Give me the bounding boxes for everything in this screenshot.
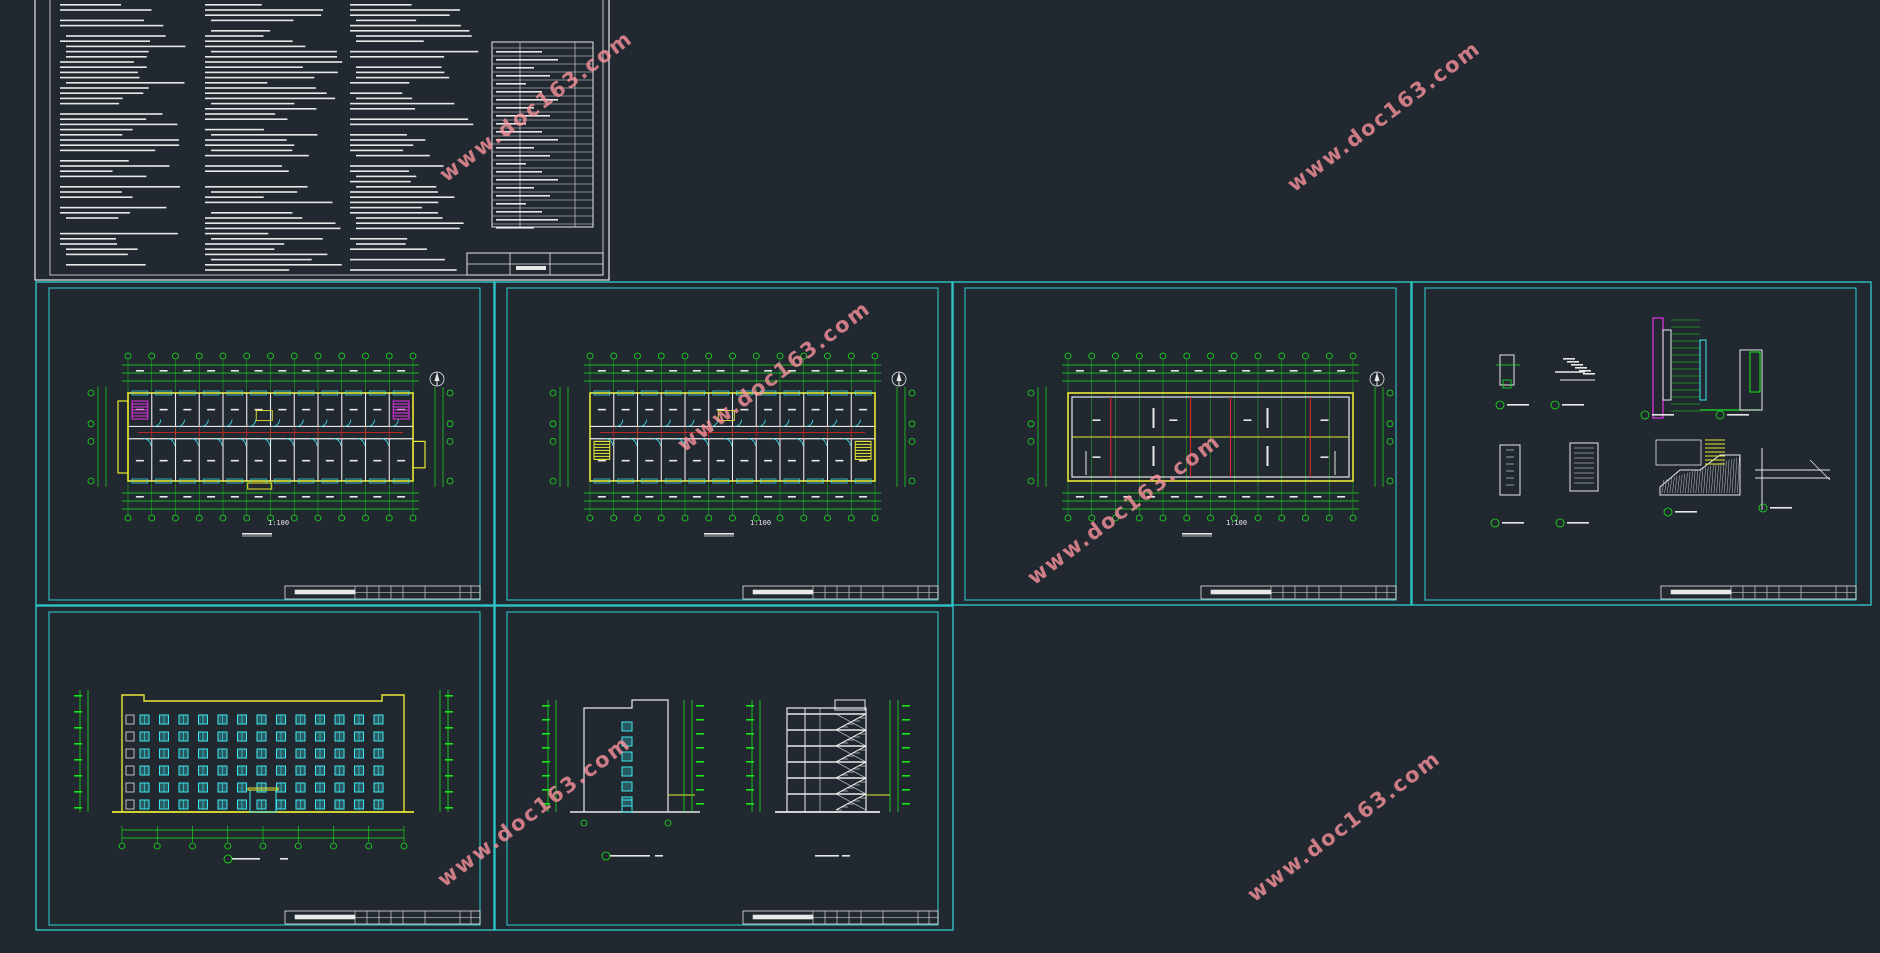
sheet-front-elevation[interactable] xyxy=(74,690,453,864)
sheet-roof-plan[interactable] xyxy=(1027,352,1394,537)
notes-text-block xyxy=(60,4,479,271)
sheet-side-elevation-section[interactable] xyxy=(542,699,910,861)
drawing-index-table xyxy=(491,41,594,229)
ground-plan-scale: 1:100 xyxy=(268,519,289,527)
title-block xyxy=(466,252,604,276)
typical-plan-scale: 1:100 xyxy=(750,519,771,527)
sheet-typical-floor-plan[interactable] xyxy=(549,352,916,537)
sheet-design-notes[interactable] xyxy=(34,0,610,281)
sheet-ground-floor-plan[interactable] xyxy=(87,352,454,537)
sheet-details[interactable] xyxy=(1490,317,1831,528)
roof-plan-scale: 1:100 xyxy=(1226,519,1247,527)
sheet-frames xyxy=(35,281,1872,931)
scale-labels: 1:100 1:100 1:100 xyxy=(268,519,1247,527)
